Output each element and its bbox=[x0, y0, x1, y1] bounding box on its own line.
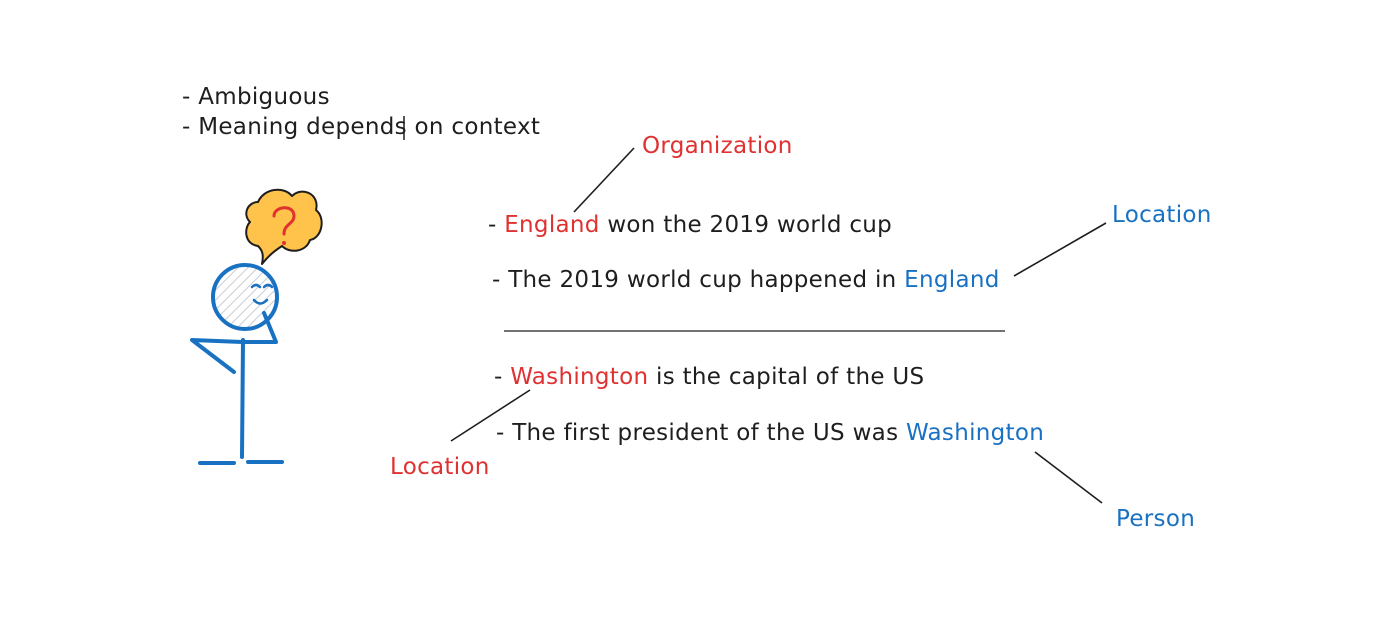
connector-organization bbox=[573, 147, 635, 213]
connector-location-top bbox=[1013, 222, 1107, 277]
example-rest: is the capital of the US bbox=[648, 364, 925, 390]
example-prefix: - bbox=[488, 212, 505, 238]
example-washington-location: - Washington is the capital of the US bbox=[494, 363, 924, 391]
label-organization: Organization bbox=[642, 133, 793, 159]
example-washington-person: - The first president of the US was Wash… bbox=[496, 419, 1044, 447]
label-location-bottom: Location bbox=[390, 454, 490, 480]
example-england-location: - The 2019 world cup happened in England bbox=[492, 266, 1000, 294]
entity-england-organization: England bbox=[504, 212, 600, 238]
question-mark-icon bbox=[272, 206, 296, 245]
entity-washington-person: Washington bbox=[905, 420, 1045, 446]
entity-washington-location: Washington bbox=[510, 364, 649, 390]
stick-figure-icon bbox=[190, 263, 284, 465]
connector-person bbox=[1034, 451, 1103, 504]
example-england-organization: - England won the 2019 world cup bbox=[488, 211, 892, 239]
note-context: - Meaning depends on context bbox=[182, 114, 541, 140]
thought-bubble-icon bbox=[245, 188, 323, 265]
connector-location-bottom bbox=[450, 389, 531, 442]
label-location-top: Location bbox=[1112, 202, 1212, 228]
example-prefix: - The 2019 world cup happened in bbox=[492, 267, 905, 293]
note-ambiguous: - Ambiguous bbox=[182, 84, 330, 110]
example-prefix: - bbox=[494, 364, 511, 390]
example-prefix: - The first president of the US was bbox=[496, 420, 906, 446]
label-person: Person bbox=[1116, 506, 1196, 532]
entity-england-location: England bbox=[904, 267, 1000, 293]
example-rest: won the 2019 world cup bbox=[599, 212, 893, 238]
